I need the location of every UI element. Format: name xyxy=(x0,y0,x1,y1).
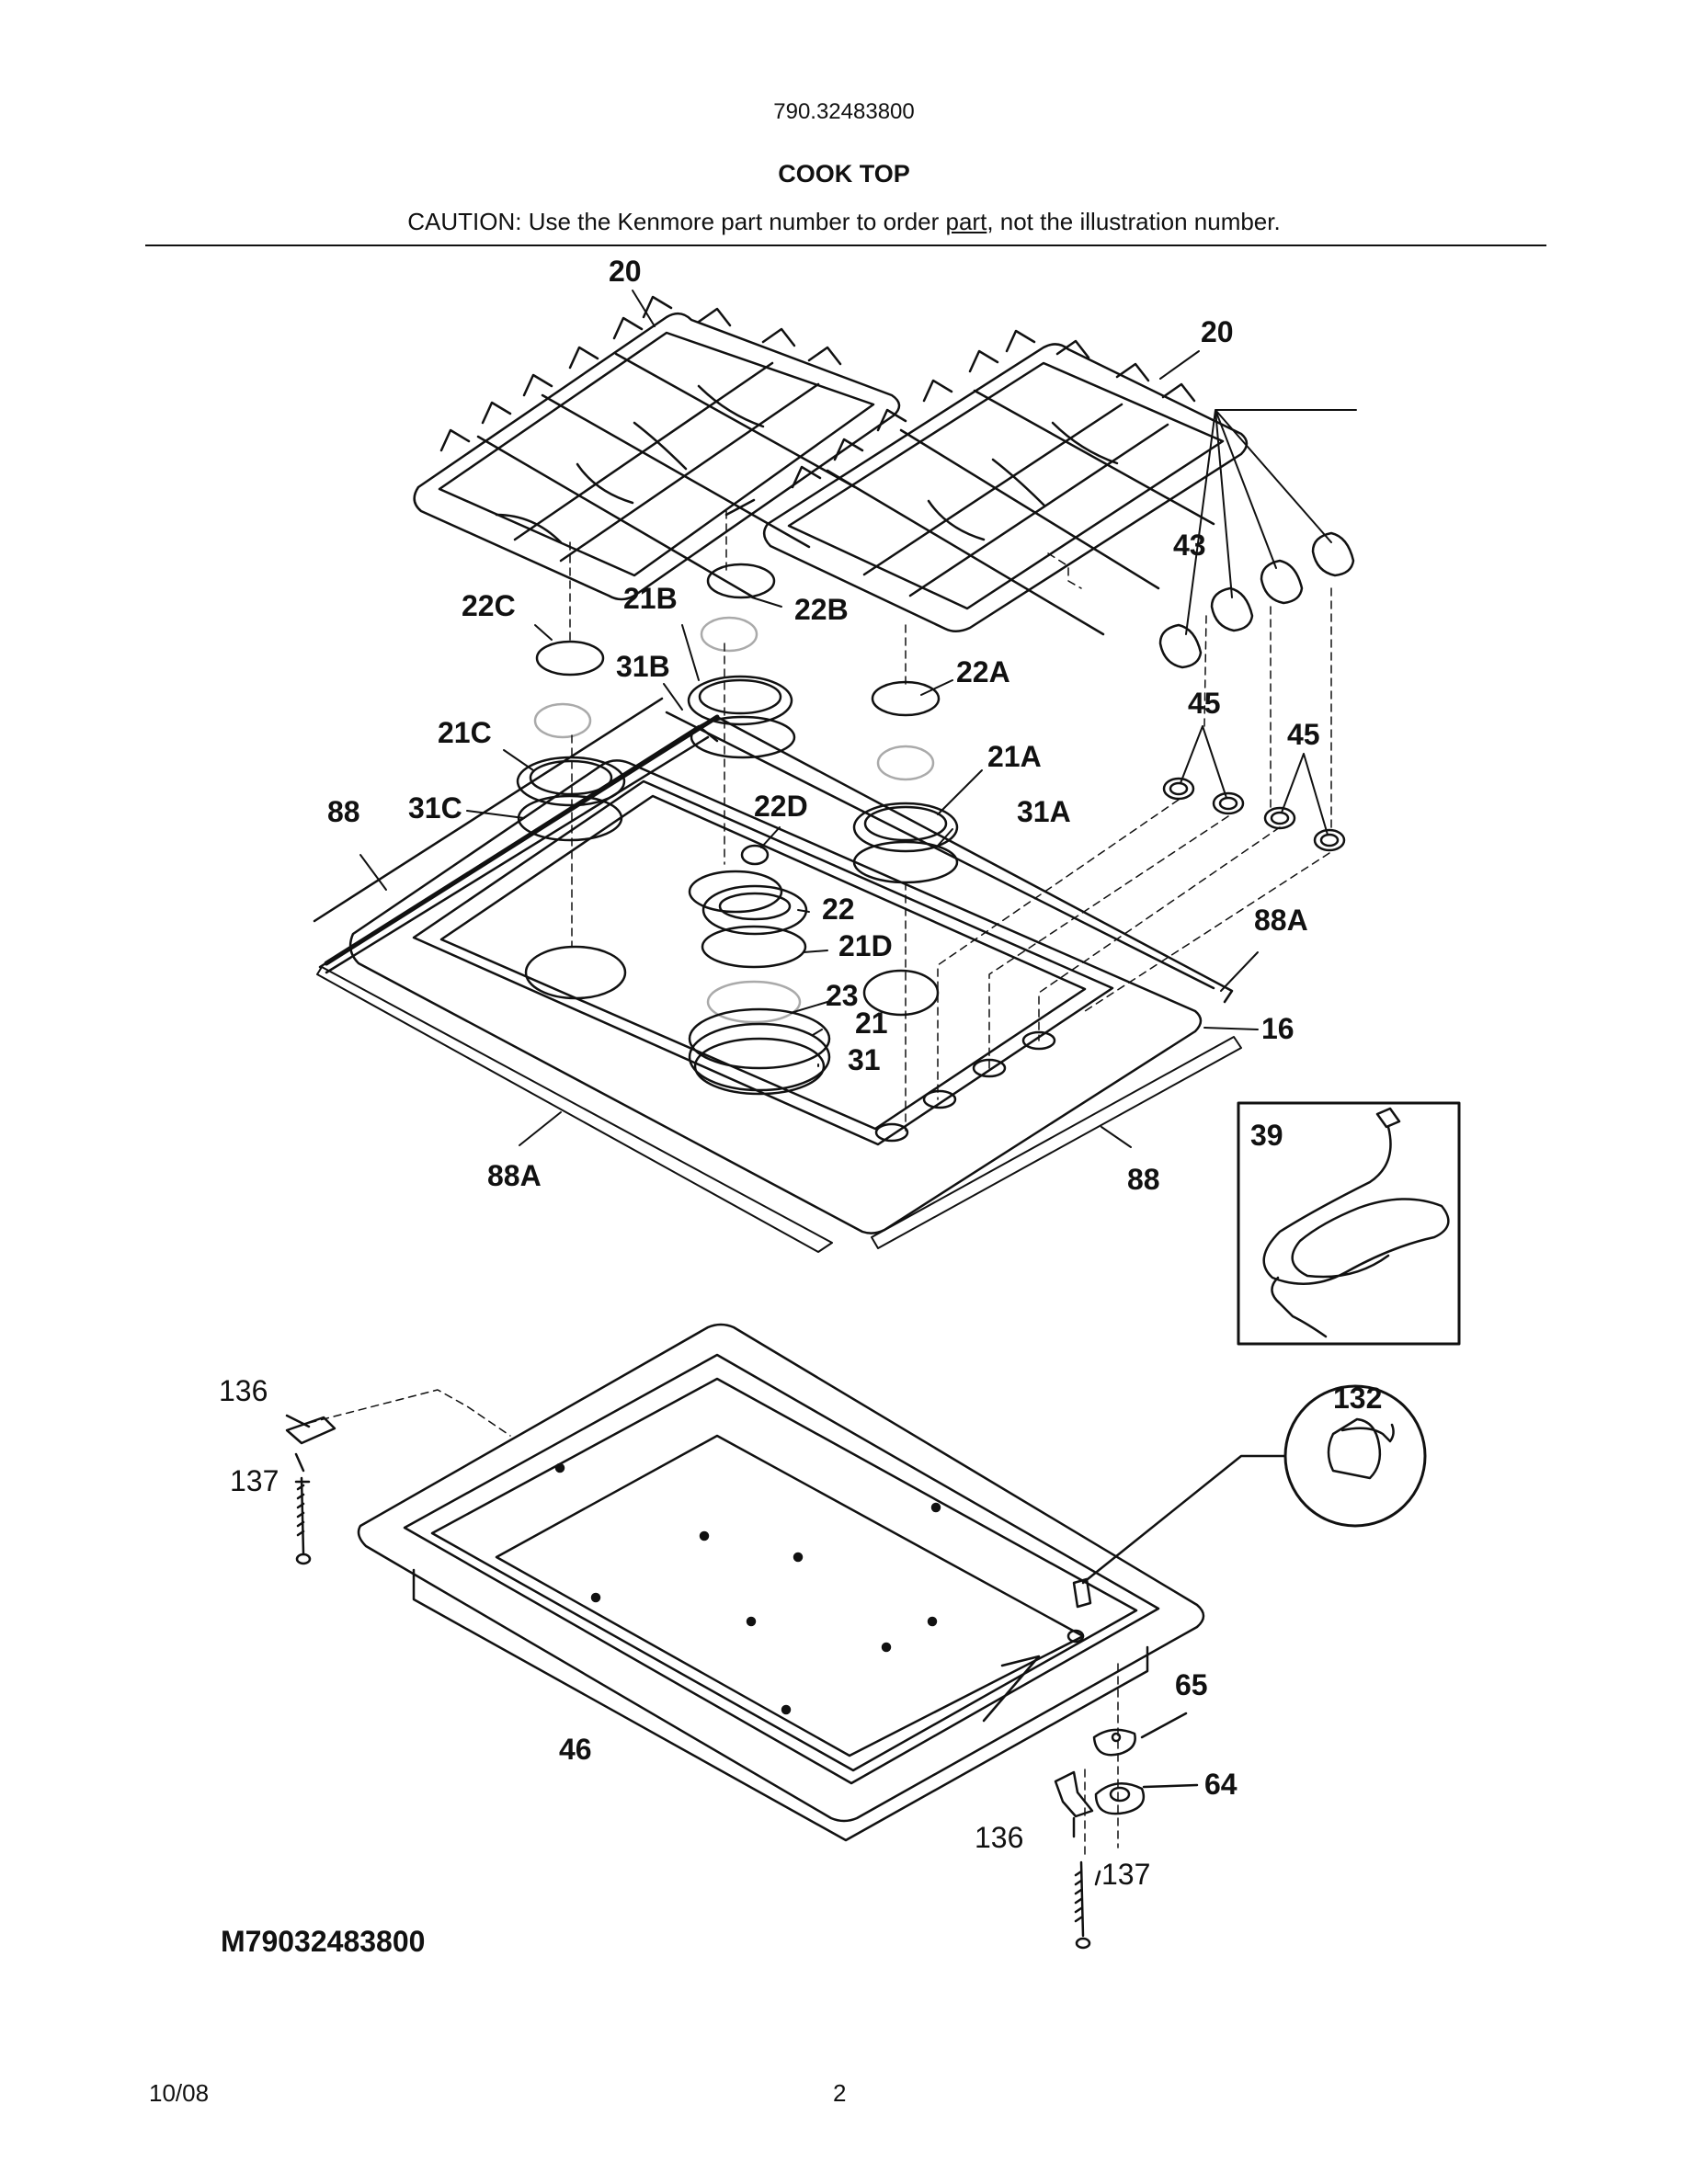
callout-31B: 31B xyxy=(616,650,670,683)
model-number: 790.32483800 xyxy=(773,99,915,124)
footer-date: 10/08 xyxy=(149,2079,210,2107)
callout-31C: 31C xyxy=(408,791,462,825)
callout-137-top: 137 xyxy=(230,1464,279,1497)
header-rule xyxy=(145,245,1546,246)
left-grate xyxy=(413,295,901,601)
callout-21C: 21C xyxy=(438,716,492,749)
hardware xyxy=(285,1414,1199,1950)
page-number: 2 xyxy=(833,2079,847,2107)
callout-21B: 21B xyxy=(623,582,678,615)
caution-note: CAUTION: Use the Kenmore part number to … xyxy=(0,208,1688,236)
leader-lines xyxy=(359,290,1357,1148)
callout-22D: 22D xyxy=(754,790,808,823)
caution-underlined: part xyxy=(945,208,987,235)
callout-88-bottom: 88 xyxy=(1127,1163,1160,1196)
callout-bezel-right: 45 xyxy=(1287,718,1320,751)
callout-39: 39 xyxy=(1250,1119,1283,1152)
callout-88A-bottom: 88A xyxy=(487,1159,542,1192)
callout-132: 132 xyxy=(1333,1382,1382,1415)
callout-137-bottom: 137 xyxy=(1101,1858,1150,1891)
callout-88A-right: 88A xyxy=(1254,904,1308,937)
spark-module-inset xyxy=(1081,1384,1427,1585)
callout-16: 16 xyxy=(1261,1012,1295,1045)
callout-136-top: 136 xyxy=(219,1374,268,1407)
callout-21D: 21D xyxy=(838,929,893,962)
caution-prefix: CAUTION: Use the Kenmore part number to … xyxy=(407,208,946,235)
caution-suffix: , not the illustration number. xyxy=(987,208,1281,235)
page-title: COOK TOP xyxy=(778,160,910,188)
callout-22A: 22A xyxy=(956,655,1010,688)
callout-grate-right: 20 xyxy=(1201,315,1234,348)
power-cord-inset xyxy=(1237,1101,1461,1346)
callout-88-left: 88 xyxy=(327,795,360,828)
callout-bezel-left: 45 xyxy=(1188,687,1221,720)
callout-22B: 22B xyxy=(794,593,849,626)
callout-23: 23 xyxy=(826,979,859,1012)
callout-65: 65 xyxy=(1175,1668,1208,1701)
callout-labels: 20 20 43 45 45 22C 21B 22B 31B 22A 21C 2… xyxy=(219,255,1382,1891)
callout-31: 31 xyxy=(848,1043,881,1076)
callout-31A: 31A xyxy=(1017,795,1071,828)
callout-grate-left: 20 xyxy=(609,255,642,288)
cooktop-panel xyxy=(313,697,1242,1253)
callout-21A: 21A xyxy=(987,740,1042,773)
assembly-guides xyxy=(308,510,1332,1858)
callout-22C: 22C xyxy=(462,589,516,622)
drip-pan xyxy=(357,1323,1205,1842)
callout-136-bottom: 136 xyxy=(975,1821,1023,1854)
knobs-and-bezels xyxy=(1158,531,1355,852)
callout-21: 21 xyxy=(855,1007,888,1040)
callout-knobs: 43 xyxy=(1173,529,1206,562)
diagram-code: M79032483800 xyxy=(221,1925,426,1958)
callout-64: 64 xyxy=(1204,1768,1237,1801)
callout-46: 46 xyxy=(559,1733,592,1766)
callout-22: 22 xyxy=(822,893,855,926)
right-grate xyxy=(762,329,1249,636)
